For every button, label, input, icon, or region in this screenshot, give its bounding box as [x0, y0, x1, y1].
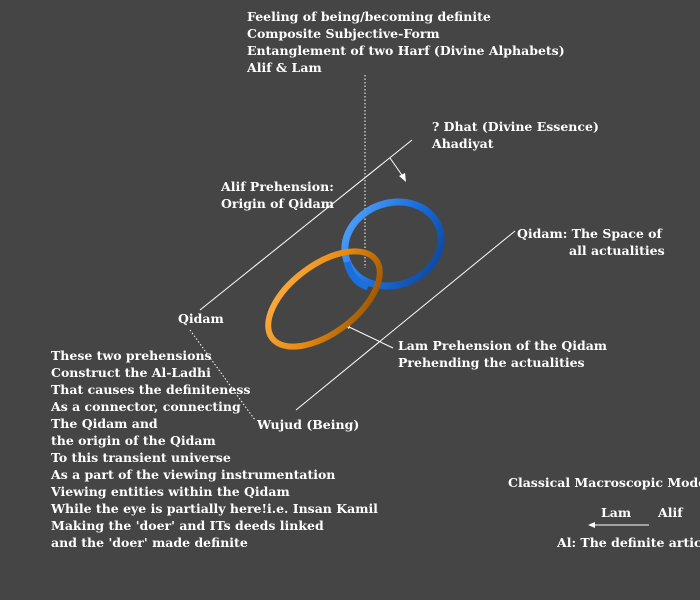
- qidam-space-line: all actualities: [569, 243, 665, 258]
- paragraph-line: These two prehensions: [51, 348, 212, 363]
- paragraph-line: To this transient universe: [51, 450, 231, 465]
- arrow-lam-to-ring: [346, 325, 394, 349]
- alif-prehension-line: Alif Prehension:: [221, 179, 334, 194]
- lam-prehension-label: Lam Prehension of the Qidam Prehending t…: [398, 337, 607, 371]
- alif-prehension-label: Alif Prehension: Origin of Qidam: [221, 178, 334, 212]
- qidam-space-label: Qidam: The Space of all actualities: [517, 225, 665, 259]
- paragraph-line: That causes the definiteness: [51, 382, 251, 397]
- wujud-label: Wujud (Being): [257, 417, 360, 432]
- dhat-label-line: Ahadiyat: [432, 136, 494, 151]
- lam-label: Lam: [601, 505, 632, 520]
- blue-ring-front-segment: [343, 261, 370, 291]
- top-label: Feeling of being/becoming definite Compo…: [247, 8, 565, 76]
- arrow-alif-to-lam-head: [588, 522, 595, 528]
- blue-ring: [341, 198, 445, 290]
- prehensions-paragraph: These two prehensions Construct the Al-L…: [51, 347, 378, 551]
- paragraph-line: and the 'doer' made definite: [51, 535, 248, 550]
- paragraph-line: Viewing entities within the Qidam: [51, 484, 290, 499]
- paragraph-line: the origin of the Qidam: [51, 433, 216, 448]
- lam-prehension-line: Lam Prehension of the Qidam: [398, 338, 608, 353]
- dotted-line-qidam-wujud: [189, 329, 256, 421]
- orange-ring: [265, 248, 383, 350]
- arrow-dhat-head: [399, 173, 406, 182]
- qidam-label: Qidam: [178, 311, 224, 326]
- paragraph-line: As a connector, connecting: [51, 399, 241, 414]
- top-label-line: Composite Subjective-Form: [247, 26, 440, 41]
- dhat-label: ? Dhat (Divine Essence) Ahadiyat: [432, 118, 599, 152]
- al-article-label: Al: The definite article: [557, 535, 700, 550]
- lam-prehension-line: Prehending the actualities: [398, 355, 585, 370]
- top-label-line: Feeling of being/becoming definite: [247, 9, 491, 24]
- top-label-line: Entanglement of two Harf (Divine Alphabe…: [247, 43, 565, 58]
- qidam-space-line: Qidam: The Space of: [517, 226, 662, 241]
- line-dhat-to-qidam: [199, 139, 413, 311]
- line-qidam-space-to-wujud: [295, 230, 516, 411]
- paragraph-line: Construct the Al-Ladhi: [51, 365, 211, 380]
- dhat-label-line: ? Dhat (Divine Essence): [432, 119, 599, 134]
- paragraph-line: Making the 'doer' and ITs deeds linked: [51, 518, 324, 533]
- paragraph-line: The Qidam and: [51, 416, 158, 431]
- alif-prehension-line: Origin of Qidam: [221, 196, 334, 211]
- alif-label: Alif: [658, 505, 683, 520]
- top-label-line: Alif & Lam: [247, 60, 322, 75]
- paragraph-line: As a part of the viewing instrumentation: [51, 467, 336, 482]
- classical-model-title: Classical Macroscopic Model:: [508, 475, 700, 490]
- paragraph-line: While the eye is partially here!i.e. Ins…: [51, 501, 378, 516]
